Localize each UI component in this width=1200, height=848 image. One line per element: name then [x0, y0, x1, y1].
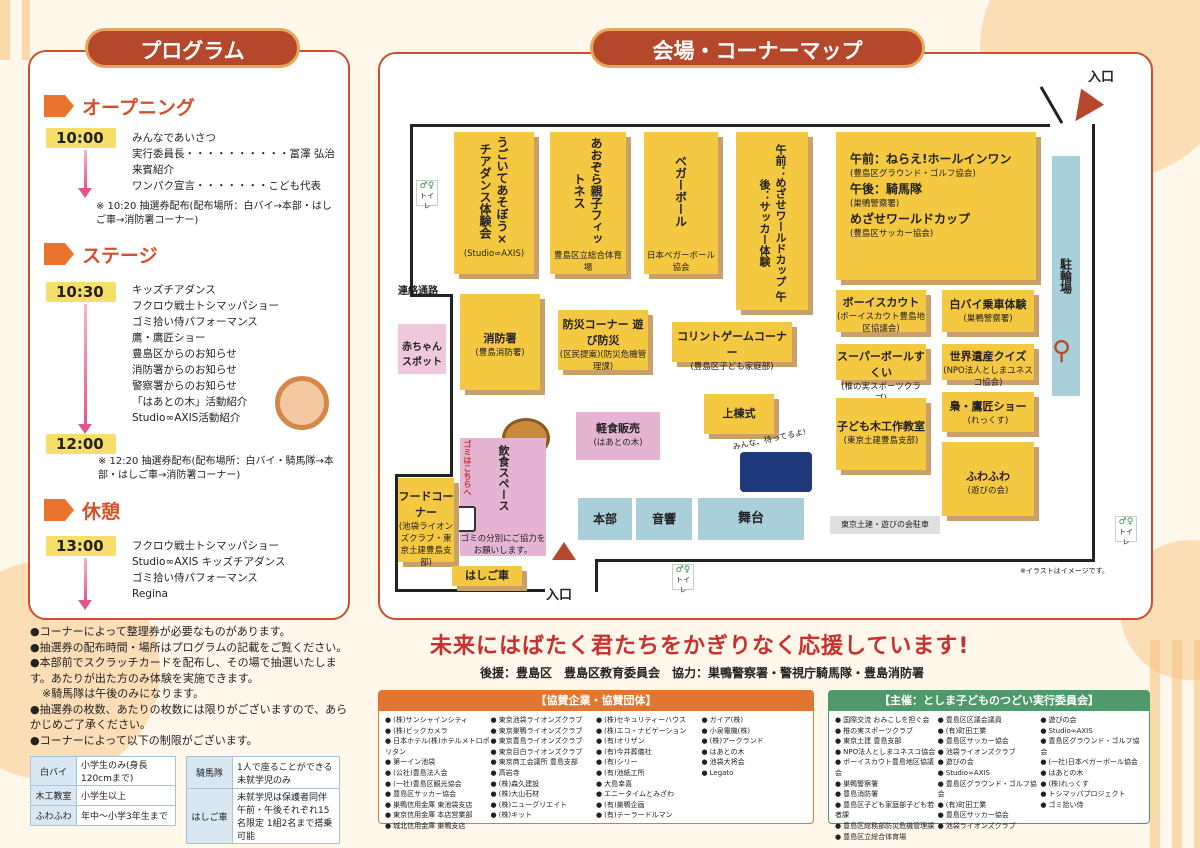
slogan: 未来にはばたく君たちをかぎりなく応援しています!	[430, 634, 970, 659]
map-wall	[1039, 86, 1064, 124]
booth-light-food: 軽食販売(はあとの木)	[576, 412, 660, 460]
booth-joumu: 上棟式	[704, 394, 774, 434]
booth-honbu: 本部	[578, 498, 632, 540]
booth-fuwa: ふわふわ(遊びの会)	[942, 442, 1034, 516]
map-wall	[410, 124, 413, 294]
illust-note: ※イラストはイメージです。	[1020, 567, 1109, 575]
gomi-label: ゴミはこちらへ	[463, 440, 472, 496]
girl-illustration	[275, 376, 329, 430]
map-title: 会場・コーナーマップ	[590, 28, 925, 68]
supporters-col: (株)サンシャインシティ(株)ビックカメラ日本ホテル(株)ホテルメトロポリタン第…	[385, 715, 491, 832]
limits-table: 白バイ小学生のみ(身長120cmまで) 木工教室小学生以上 ふわふわ年中〜小学3…	[30, 756, 176, 826]
entrance-label-bottom: 入口	[546, 588, 573, 603]
map-wall	[410, 124, 1050, 127]
eating-space: 飲食スペース ゴミの分別にご協力をお願いします。	[460, 438, 546, 556]
map-wall	[595, 559, 598, 592]
opening-heading: オープニング	[44, 92, 195, 120]
opening-items: みんなであいさつ 実行委員長・・・・・・・・・・冨澤 弘治 来賓紹介 ワンパク宣…	[132, 132, 335, 192]
map-wall	[395, 474, 453, 477]
bg-stripe	[1150, 640, 1200, 848]
notes-list: ●コーナーによって整理券が必要なものがあります。 ●抽選券の配布時間・場所はプロ…	[30, 625, 348, 747]
rest-heading: 休憩	[44, 496, 120, 524]
supporters-col: (株)セキュリティーハウス(株)エコ・ナビゲーション(有)オリザン(有)今井葬儀…	[596, 715, 702, 832]
booth-wood: 子ども木工作教室(東京土建豊島支部)	[836, 398, 926, 470]
bicycle-icon: ⚲	[1052, 336, 1072, 366]
character-illustration	[740, 452, 812, 492]
organizer-col: 国際交流 おみこしを担ぐ会椎の実スポーツクラブ東京土建 豊島支部NPO法人としま…	[835, 715, 938, 842]
toilet-icon: ♂♀トイレ	[416, 180, 438, 210]
map-wall	[450, 294, 453, 474]
timeline-arrow	[78, 558, 92, 610]
stage: 舞台	[698, 498, 804, 540]
doken-parking: 東京土建・遊びの会駐車	[830, 516, 940, 534]
program-title: プログラム	[85, 28, 300, 68]
sponsor-line: 後援：豊島区 豊島区教育委員会 協力：巣鴨警察署・警視庁騎馬隊・豊島消防署	[480, 666, 925, 680]
supporters-box: 【協賛企業・協賛団体】 (株)サンシャインシティ(株)ビックカメラ日本ホテル(株…	[378, 690, 814, 830]
organizer-box: 【主催：としま子どものつどい実行委員会】 国際交流 おみこしを担ぐ会椎の実スポー…	[828, 690, 1150, 841]
booth-boyscout: ボーイスカウト(ボーイスカウト豊島地区協議会)	[836, 290, 926, 334]
timeline-arrow	[78, 304, 92, 434]
trash-icon	[456, 506, 476, 532]
booth-ladder: はしご車	[452, 566, 522, 586]
arrow-tag-icon	[44, 499, 74, 521]
booth-bike: 白バイ乗車体験(巣鴨警察署)	[942, 290, 1034, 332]
map-wall	[395, 589, 545, 592]
toilet-icon: ♂♀トイレ	[672, 564, 694, 594]
booth-soccer: 午前：めざせワールドカップ 午後：サッカー体験	[736, 132, 808, 310]
organizer-col: 遊びの会Studio∞AXIS豊島区グラウンド・ゴルフ協会(一社)日本ベガーボー…	[1040, 715, 1143, 842]
stage-items: キッズチアダンス フクロウ戦士トシマッパショー ゴミ拾い侍パフォーマンス 鷹・鷹…	[132, 284, 279, 424]
entrance-arrow-bottom	[552, 542, 576, 560]
timeline-arrow	[78, 150, 92, 198]
toilet-icon: ♂♀トイレ	[1115, 516, 1137, 546]
rest-items: フクロウ戦士トシマッパショー Studio∞AXIS キッズチアダンス ゴミ拾い…	[132, 540, 286, 600]
arrow-tag-icon	[44, 243, 74, 265]
stage-note: ※ 12:20 抽選券配布(配布場所：白バイ・騎馬隊→本部・はしご車→消防署コー…	[98, 456, 334, 481]
supporters-col: 東京池袋ライオンズクラブ東京巣鴨ライオンズクラブ東京豊島ライオンズクラブ東京目白…	[491, 715, 597, 832]
opening-time: 10:00	[46, 128, 116, 148]
booth-begar: ベガーボール日本ベガーボール協会	[644, 132, 718, 274]
booth-golf: 午前：ねらえ!ホールインワン(豊島区グラウンド・ゴルフ協会) 午後：騎馬隊(巣鴨…	[836, 132, 1036, 280]
booth-fitness: あおぞら親子フィットネス豊島区立総合体育場	[550, 132, 626, 274]
booth-hawk: 梟・鷹匠ショー(れっくす)	[942, 392, 1034, 432]
stage-time: 10:30	[46, 282, 116, 302]
bg-stripe	[0, 0, 30, 60]
map-wall	[1092, 124, 1095, 562]
lunch-time: 12:00	[46, 434, 116, 454]
booth-superball: スーパーボールすくい(椎の実スポーツクラブ)	[836, 344, 926, 404]
organizer-col: 豊島区区議会議員(有)町田工業豊島区サッカー協会池袋ライオンズクラブ遊びの会St…	[938, 715, 1041, 842]
booth-fire: 消防署(豊島消防署)	[460, 294, 540, 390]
opening-note: ※ 10:20 抽選券配布(配布場所：白バイ→本部・はしご車→消防署コーナー)	[96, 201, 332, 226]
baby-spot: 赤ちゃんスポット	[398, 324, 446, 374]
arrow-tag-icon	[44, 95, 74, 117]
map-wall	[595, 559, 1095, 562]
stage-heading: ステージ	[44, 240, 158, 268]
entrance-arrow-icon	[1063, 88, 1105, 130]
booth-clint: コリントゲームコーナー(豊島区子ども家庭部)	[672, 322, 792, 372]
booth-onkyo: 音響	[636, 498, 692, 540]
bicycle-parking: 駐輪場	[1052, 156, 1080, 396]
booth-food: フードコーナー(池袋ライオンズクラブ・東京土建豊島支部)	[398, 478, 454, 568]
booth-quiz: 世界遺産クイズ(NPO法人としまユネスコ協会)	[942, 344, 1034, 388]
entrance-label-top: 入口	[1088, 70, 1115, 85]
rest-time: 13:00	[46, 536, 116, 556]
road-label: 連絡通路	[398, 286, 438, 297]
map-wall	[410, 294, 450, 297]
booth-cheer: うごいてあそぼう×チアダンス体験会(Studio∞AXIS)	[454, 132, 534, 274]
venue-map: 入口 駐輪場 ⚲ ♂♀トイレ ♂♀トイレ ♂♀トイレ うごいてあそぼう×チアダン…	[378, 52, 1153, 620]
supporters-col: ガイア(株)小泉電機(株)(株)アークランドはあとの木池袋大将会Legato	[702, 715, 808, 832]
booth-bousai: 防災コーナー 遊び防災(区民提案)(防災危機管理課)	[558, 310, 648, 372]
map-wall	[395, 474, 398, 589]
